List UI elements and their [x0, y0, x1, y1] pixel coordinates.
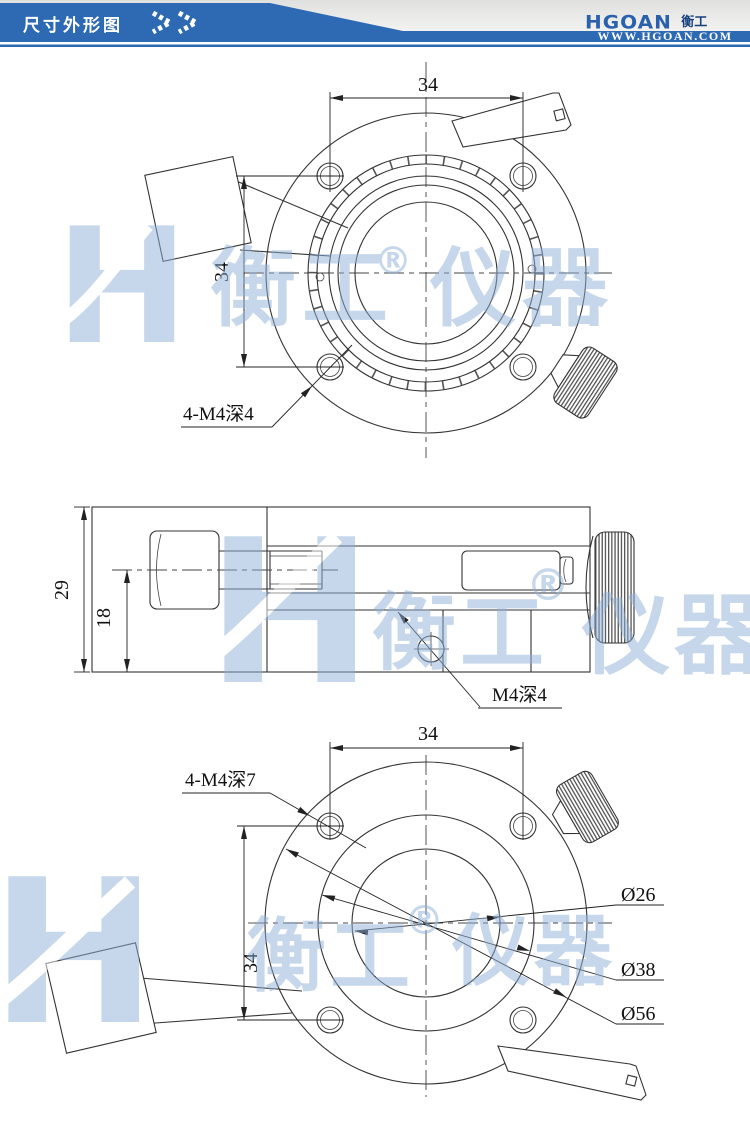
- side-axis-height-dimension: 18: [93, 570, 130, 672]
- watermark-swoosh-icon: [0, 876, 136, 1011]
- inner-sleeve: [461, 550, 574, 591]
- dim-width-text-bottom: 34: [418, 723, 438, 745]
- watermark-cn-left: 衡工: [210, 239, 394, 339]
- double-chevron-icon: [151, 10, 202, 35]
- dia38-circle: [317, 814, 535, 1032]
- top-view-drawing: 34 34 4-M4深4: [144, 62, 618, 458]
- watermark-h-icon: H: [206, 497, 373, 730]
- header-rule-line: [0, 44, 750, 47]
- dim-height-text-bottom: 34: [240, 953, 262, 973]
- watermark-h-icon: H: [0, 837, 157, 1070]
- page-title: 尺寸外形图: [23, 16, 123, 36]
- body-outline: [91, 506, 591, 673]
- dim-29-text: 29: [51, 580, 73, 600]
- dim-width-text: 34: [418, 74, 438, 96]
- dia56-text: Ø56: [621, 1003, 655, 1025]
- body-outer-circle: [265, 112, 587, 434]
- side-view-drawing: 29 18 M4深4: [51, 506, 635, 709]
- dim-height-text: 34: [211, 262, 233, 282]
- watermark-top: H 衡工 ® 仪器: [46, 193, 614, 380]
- header-blue-band: [0, 3, 750, 42]
- dia56-callout: Ø56: [284, 846, 664, 1025]
- dia26-circle: [351, 848, 501, 998]
- watermark-registered: ®: [526, 560, 570, 611]
- watermark-cn-left: 衡工: [246, 910, 414, 1003]
- optical-bore-circle: [354, 201, 498, 345]
- threaded-ring-ticks: [308, 155, 544, 391]
- bottom-view-width-dimension: 34: [329, 723, 524, 840]
- bottom-hole-callout: 4-M4深7: [182, 769, 367, 849]
- adjustment-lever: [451, 92, 572, 148]
- watermarks: H 衡工 ® 仪器 H 衡工 ® 仪器 H 衡工 ® 仪器: [0, 193, 750, 1070]
- knurled-thumbscrew: [550, 346, 618, 419]
- bottom-view-drawing: 34 34 4-M4深7: [45, 723, 664, 1101]
- header-graphics: [0, 0, 750, 47]
- dim-18-text: 18: [93, 608, 115, 628]
- hole-label-text: 4-M4深4: [183, 403, 254, 425]
- website-text: WWW.HGOAN.COM: [597, 29, 733, 43]
- lock-lever-knob-bottom: [45, 942, 303, 1054]
- page-header: 尺寸外形图 HGOAN 衡工 WWW.HGOAN.COM: [0, 0, 750, 48]
- knurled-thumbscrew-bottom: [551, 770, 619, 844]
- dia38-callout: Ø38: [321, 892, 664, 981]
- watermark-side: H 衡工 ® 仪器: [197, 497, 750, 730]
- watermark-swoosh-icon: [46, 222, 153, 336]
- dia38-text: Ø38: [621, 959, 655, 981]
- watermark-registered: ®: [404, 898, 444, 944]
- adjustment-lever-bottom: [497, 1045, 647, 1101]
- bottom-hole-label-text: 4-M4深7: [185, 769, 256, 791]
- knurled-knob-side: [585, 531, 635, 644]
- top-view-width-dimension: 34: [329, 74, 524, 192]
- dia26-callout: Ø26: [354, 884, 664, 936]
- dia26-text: Ø26: [621, 884, 655, 906]
- side-hole-label-text: M4深4: [492, 684, 547, 706]
- lever-tip-notch-bottom: [625, 1074, 638, 1087]
- watermark-cn-right: 仪器: [451, 907, 616, 997]
- watermark-swoosh-icon: [197, 531, 343, 671]
- side-total-height-dimension: 29: [51, 506, 90, 673]
- watermark-h-icon: H: [55, 193, 189, 380]
- lever-tip-notch: [553, 108, 566, 122]
- brand-logo: HGOAN 衡工: [585, 10, 707, 34]
- watermark-cn-left: 衡工: [372, 584, 548, 682]
- watermark-bottom: H 衡工 ® 仪器: [0, 837, 616, 1070]
- dia56-circle: [264, 761, 588, 1085]
- watermark-cn-right: 仪器: [581, 584, 750, 687]
- lock-lever-knob: [144, 155, 349, 263]
- top-view-hole-callout: 4-M4深4: [181, 344, 353, 428]
- top-view-height-dimension: 34: [211, 175, 344, 368]
- side-hole-callout: M4深4: [395, 610, 562, 709]
- brand-logo-cn: 衡工: [681, 14, 708, 29]
- watermark-registered: ®: [374, 239, 412, 283]
- bottom-view-height-dimension: 34: [237, 825, 344, 1021]
- brand-logo-text: HGOAN: [585, 10, 672, 34]
- watermark-cn-right: 仪器: [429, 239, 614, 339]
